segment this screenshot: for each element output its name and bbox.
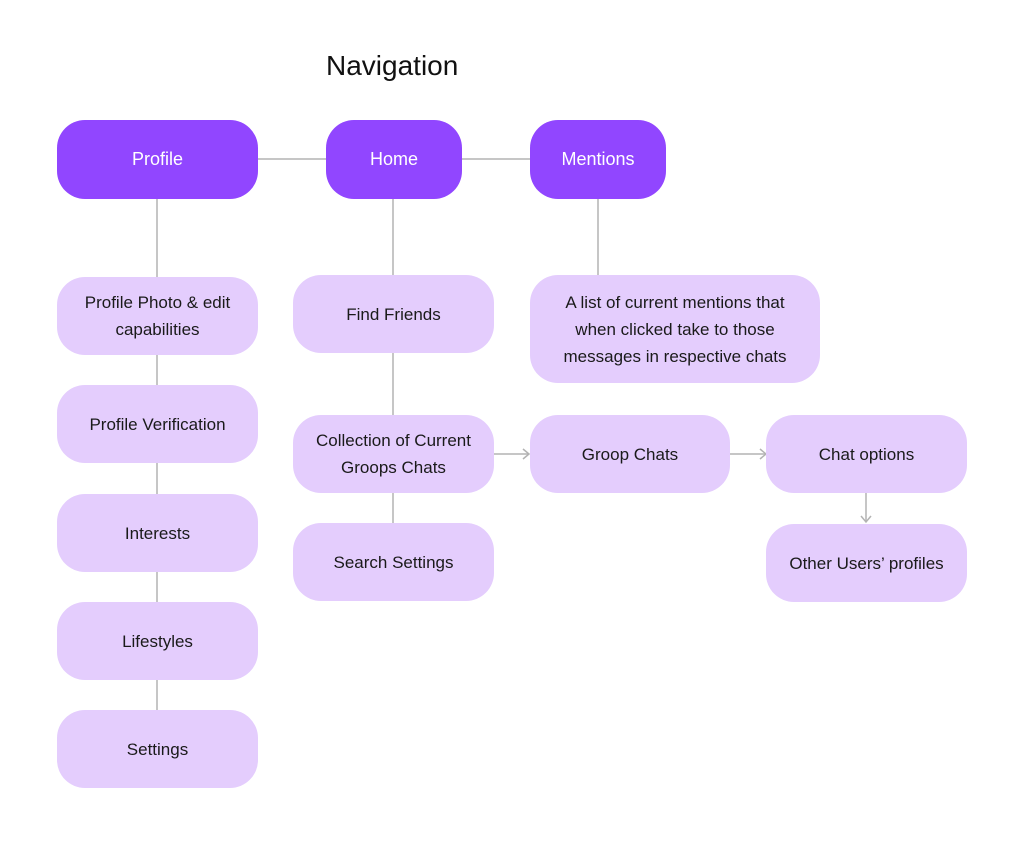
node-home[interactable]: Home xyxy=(326,120,462,199)
node-settings[interactable]: Settings xyxy=(57,710,258,788)
node-lifestyles[interactable]: Lifestyles xyxy=(57,602,258,680)
node-other-users-profiles[interactable]: Other Users’ profiles xyxy=(766,524,967,602)
node-profile-photo[interactable]: Profile Photo & edit capabilities xyxy=(57,277,258,355)
node-search-settings[interactable]: Search Settings xyxy=(293,523,494,601)
node-profile[interactable]: Profile xyxy=(57,120,258,199)
node-profile-verification[interactable]: Profile Verification xyxy=(57,385,258,463)
arrowhead-collection-groop xyxy=(522,448,531,460)
node-groop-chats[interactable]: Groop Chats xyxy=(530,415,730,493)
node-collection-groops-chats[interactable]: Collection of Current Groops Chats xyxy=(293,415,494,493)
node-mentions-list[interactable]: A list of current mentions that when cli… xyxy=(530,275,820,383)
node-mentions[interactable]: Mentions xyxy=(530,120,666,199)
node-interests[interactable]: Interests xyxy=(57,494,258,572)
arrowhead-chatoptions-profiles xyxy=(860,515,872,524)
node-find-friends[interactable]: Find Friends xyxy=(293,275,494,353)
node-chat-options[interactable]: Chat options xyxy=(766,415,967,493)
page-title: Navigation xyxy=(326,50,459,81)
